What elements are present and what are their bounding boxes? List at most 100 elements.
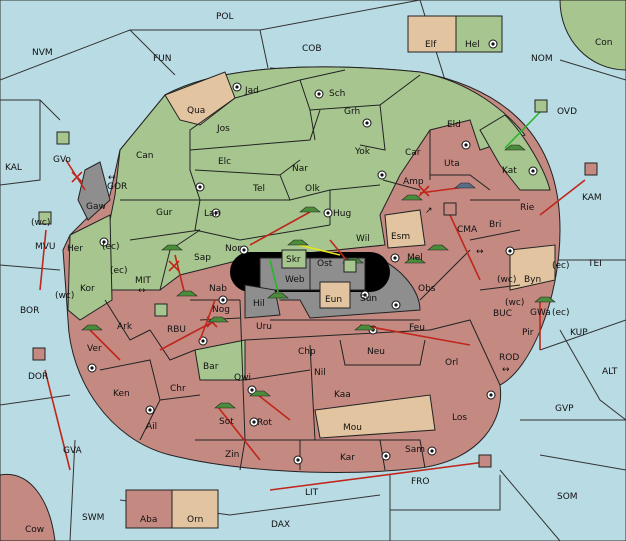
- province-label: Can: [136, 151, 154, 161]
- province-label: Bri: [489, 220, 501, 230]
- province-label: Nog: [212, 305, 230, 315]
- province-label: Rot: [257, 418, 272, 428]
- province-label: Gaw: [86, 202, 106, 212]
- province-label: Pir: [522, 328, 534, 338]
- province-hil[interactable]: [244, 284, 281, 319]
- province-label: Feu: [409, 323, 425, 333]
- move-arrow: [174, 254, 186, 296]
- province-esm[interactable]: [384, 209, 426, 249]
- sea-label: LIT: [305, 488, 319, 498]
- sea-label: OVD: [557, 107, 577, 117]
- army-unit: [427, 244, 449, 251]
- home-unit-marker: [443, 202, 457, 216]
- move-arrow: [217, 406, 261, 461]
- province-gaw[interactable]: [77, 161, 111, 221]
- province-label: DOR: [28, 372, 48, 382]
- province-label: Ail: [146, 422, 157, 432]
- province-label: Ost: [317, 259, 333, 269]
- province-byn[interactable]: [509, 244, 556, 291]
- province-aba[interactable]: [125, 489, 173, 529]
- army-unit: [354, 324, 376, 331]
- province-label: Chp: [298, 347, 316, 357]
- province-label: Kor: [80, 284, 95, 294]
- move-arrow: [39, 229, 47, 291]
- passage-arrow: ↔: [476, 247, 484, 257]
- sea-label: BUC: [493, 309, 512, 319]
- sea-label: KUP: [570, 328, 588, 338]
- home-unit-marker: [38, 211, 52, 225]
- army-unit: [504, 144, 526, 151]
- move-arrow: [269, 461, 486, 491]
- province-label: Eld: [447, 120, 461, 130]
- passage-arrow: ↔: [502, 365, 510, 375]
- province-label: Kaa: [334, 390, 351, 400]
- province-label: Esm: [391, 232, 410, 242]
- army-unit: [161, 244, 183, 251]
- coast-tag: (ec): [552, 261, 570, 271]
- province-qua[interactable]: [164, 71, 236, 126]
- sea-label: BOR: [20, 306, 39, 316]
- province-skr[interactable]: [281, 249, 307, 269]
- army-unit: [207, 316, 229, 323]
- province-label: Amp: [403, 177, 424, 187]
- land-labels: Hel Jad Sch Jos Grh Eld Can Elc Nar Yok …: [25, 38, 613, 535]
- sea-label: FRO: [411, 477, 430, 487]
- province-label: Olk: [305, 184, 321, 194]
- province-label: Lan: [204, 209, 220, 219]
- province-mou[interactable]: [314, 394, 436, 439]
- province-label: Bar: [203, 362, 219, 372]
- province-hel[interactable]: [455, 15, 503, 53]
- sea-label: ALT: [602, 367, 618, 377]
- province-label: Uta: [444, 159, 460, 169]
- province-con[interactable]: [559, 0, 626, 71]
- province-label: Sun: [360, 294, 377, 304]
- province-label: Ver: [87, 344, 102, 354]
- move-arrow: [449, 214, 481, 281]
- province-eun[interactable]: [319, 281, 351, 309]
- province-label: Uru: [256, 322, 272, 332]
- sea-label: COB: [302, 44, 322, 54]
- province-label: Hug: [333, 209, 351, 219]
- province-orn[interactable]: [171, 489, 219, 529]
- coast-tag: (wc): [497, 275, 516, 285]
- province-label: Rie: [520, 203, 535, 213]
- sea-label: GVA: [63, 446, 83, 456]
- sea-label: FUN: [153, 54, 172, 64]
- sea-label: GOR: [107, 182, 127, 192]
- sea-label: DAX: [271, 520, 290, 530]
- province-label: Aba: [140, 515, 157, 525]
- army-unit: [176, 290, 198, 297]
- province-label: Sap: [194, 253, 211, 263]
- home-unit-marker: [584, 162, 598, 176]
- province-label: Eun: [325, 295, 342, 305]
- province-label: CMA: [457, 225, 478, 235]
- army-unit: [299, 206, 321, 213]
- army-unit: [287, 239, 309, 246]
- sea-label: ROD: [499, 353, 519, 363]
- province-label: Kar: [340, 453, 355, 463]
- province-label: Qua: [187, 106, 205, 116]
- passage-arrows: ↔ ↔ ↔ ↔ ↗: [108, 173, 510, 375]
- province-elf[interactable]: [407, 15, 457, 53]
- province-label: Skr: [286, 255, 301, 265]
- province-label: Grh: [344, 107, 360, 117]
- province-label: Elc: [218, 157, 231, 167]
- sea-label: TEI: [587, 259, 602, 269]
- province-label: Cow: [25, 525, 44, 535]
- province-label: RBU: [167, 325, 186, 335]
- province-label: Jos: [216, 124, 230, 134]
- army-unit: [249, 390, 271, 397]
- province-label: Tel: [252, 184, 265, 194]
- sea-label: MIT: [135, 276, 151, 286]
- failed-order-mark: [168, 260, 180, 272]
- province-label: Obs: [418, 284, 436, 294]
- province-label: Zin: [225, 450, 239, 460]
- move-arrow: [44, 369, 71, 471]
- province-label: Mou: [343, 423, 362, 433]
- army-unit: [267, 292, 289, 299]
- passage-arrow: ↔: [108, 173, 116, 183]
- province-label: Qwi: [234, 373, 251, 383]
- province-label: Neu: [367, 347, 385, 357]
- province-label: Los: [452, 413, 467, 423]
